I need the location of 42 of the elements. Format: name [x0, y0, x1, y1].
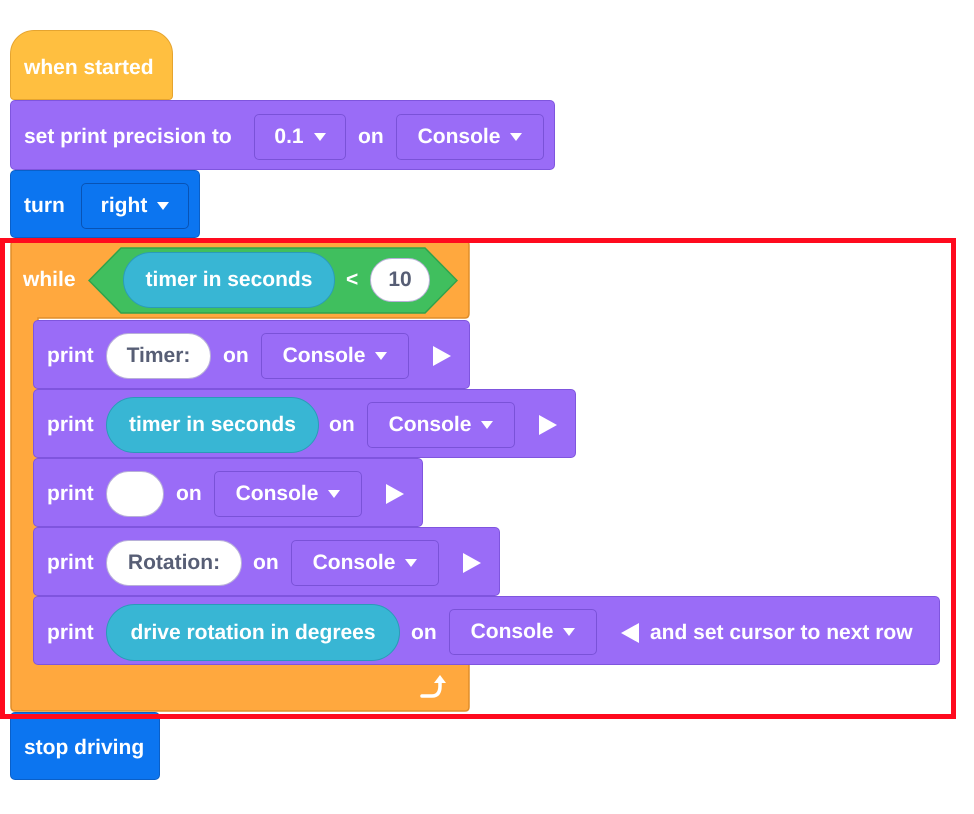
block-label: while	[23, 267, 76, 293]
hat-block	[10, 30, 173, 100]
text-input: Rotation:	[106, 540, 242, 586]
reporter-block: timer in seconds	[106, 397, 319, 453]
command-block	[33, 320, 470, 389]
dropdown-menu: Console	[291, 540, 439, 586]
block-label: on	[176, 481, 202, 507]
block-label: set print precision to	[24, 124, 232, 150]
block-label: print	[47, 412, 94, 438]
block-label: and set cursor to next row	[650, 620, 913, 646]
block-label: <	[346, 267, 358, 293]
command-block	[33, 527, 500, 596]
text-input	[106, 471, 164, 517]
dropdown-menu: right	[81, 183, 189, 229]
block-label: stop driving	[24, 735, 144, 761]
block-label: on	[329, 412, 355, 438]
condition-block	[88, 247, 458, 314]
text-input: Timer:	[106, 333, 211, 379]
command-block	[33, 596, 940, 665]
command-block	[10, 170, 200, 238]
block-label: turn	[24, 193, 65, 219]
dropdown-menu: Console	[367, 402, 515, 448]
dropdown-menu: Console	[396, 114, 544, 160]
reporter-block: timer in seconds	[123, 252, 335, 308]
dropdown-menu: Console	[214, 471, 362, 517]
reporter-block: drive rotation in degrees	[106, 604, 400, 661]
dropdown-menu: Console	[449, 609, 597, 655]
block-label: on	[358, 124, 384, 150]
block-label: on	[411, 620, 437, 646]
dropdown-menu: 0.1	[254, 114, 346, 160]
command-block	[10, 712, 160, 780]
block-label: print	[47, 620, 94, 646]
block-label: print	[47, 550, 94, 576]
block-label: on	[253, 550, 279, 576]
block-label: print	[47, 343, 94, 369]
command-block	[10, 100, 555, 170]
command-block	[33, 458, 423, 527]
block-label: when started	[24, 55, 154, 81]
command-block	[33, 389, 576, 458]
dropdown-menu: Console	[261, 333, 409, 379]
block-label: on	[223, 343, 249, 369]
block-label: print	[47, 481, 94, 507]
